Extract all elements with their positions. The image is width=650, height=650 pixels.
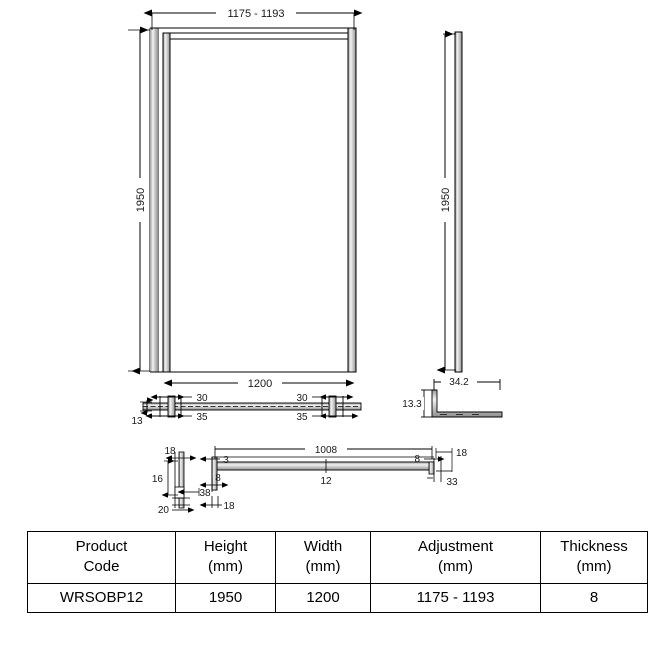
cell-product-code: WRSOBP12 xyxy=(27,582,176,613)
cell-width: 1200 xyxy=(275,582,371,613)
side-elevation-view: 1950 xyxy=(436,30,463,374)
technical-drawing-canvas: 1175 - 1193 1950 1200 1950 xyxy=(128,5,503,516)
cell-height: 1950 xyxy=(175,582,276,613)
front-height-label: 1950 xyxy=(135,188,147,212)
bracket-arm-top-label: 3 xyxy=(223,455,229,466)
front-elevation-view: 1175 - 1193 1950 1200 xyxy=(128,5,363,390)
header-product-code: Product Code xyxy=(27,531,176,584)
plan-left-bottom-label: 35 xyxy=(196,412,208,423)
bracket-right-bottom-label: 33 xyxy=(446,477,458,488)
plan-right-bottom-label: 35 xyxy=(296,412,308,423)
header-thickness: Thickness (mm) xyxy=(540,531,648,584)
bracket-section-view: 18 16 38 20 3 8 xyxy=(152,442,468,516)
bracket-mid-label: 12 xyxy=(320,476,332,487)
header-adjustment-line2: (mm) xyxy=(438,557,473,575)
header-width: Width (mm) xyxy=(275,531,371,584)
cell-thickness: 8 xyxy=(540,582,648,613)
cell-adjustment: 1175 - 1193 xyxy=(370,582,541,613)
bracket-left-depth-label: 38 xyxy=(199,488,211,499)
front-overall-width-label: 1175 - 1193 xyxy=(227,8,284,20)
bracket-left-top-label: 18 xyxy=(164,446,176,457)
bracket-arm-inner-label: 8 xyxy=(215,473,221,484)
header-width-line2: (mm) xyxy=(305,557,341,575)
header-height-line2: (mm) xyxy=(208,557,243,575)
header-product-code-line1: Product xyxy=(75,538,128,555)
bracket-right-top-label: 18 xyxy=(456,448,468,459)
bracket-right-inner-label: 8 xyxy=(414,454,420,465)
header-height: Height (mm) xyxy=(175,531,276,584)
bracket-span-label: 1008 xyxy=(315,445,338,456)
profile-height-label: 13.3 xyxy=(402,399,422,410)
side-height-label: 1950 xyxy=(440,188,452,212)
plan-left-top-label: 30 xyxy=(196,393,208,404)
header-adjustment: Adjustment (mm) xyxy=(370,531,541,584)
table-row: WRSOBP12 1950 1200 1175 - 1193 8 xyxy=(27,582,648,613)
header-product-code-line2: Code xyxy=(83,557,120,575)
bracket-arm-bottom-label: 18 xyxy=(223,501,235,512)
product-specification-table: Product Code Height (mm) Width (mm) Adju… xyxy=(27,531,648,613)
plan-right-top-label: 30 xyxy=(296,393,308,404)
header-thickness-line2: (mm) xyxy=(576,557,612,575)
plan-section-view: 13 30 35 30 35 xyxy=(131,393,362,427)
bracket-left-height-label: 16 xyxy=(152,474,164,485)
front-glass-width-label: 1200 xyxy=(248,378,272,390)
bracket-left-foot-label: 20 xyxy=(158,505,170,516)
header-adjustment-line1: Adjustment xyxy=(417,538,494,555)
profile-section-view: 34.2 13.3 xyxy=(400,374,503,418)
plan-thickness-label: 13 xyxy=(131,416,143,427)
header-width-line1: Width xyxy=(303,538,343,555)
header-height-line1: Height xyxy=(203,538,248,555)
table-header-row: Product Code Height (mm) Width (mm) Adju… xyxy=(27,531,648,584)
profile-width-label: 34.2 xyxy=(449,377,469,388)
header-thickness-line1: Thickness xyxy=(560,538,628,555)
